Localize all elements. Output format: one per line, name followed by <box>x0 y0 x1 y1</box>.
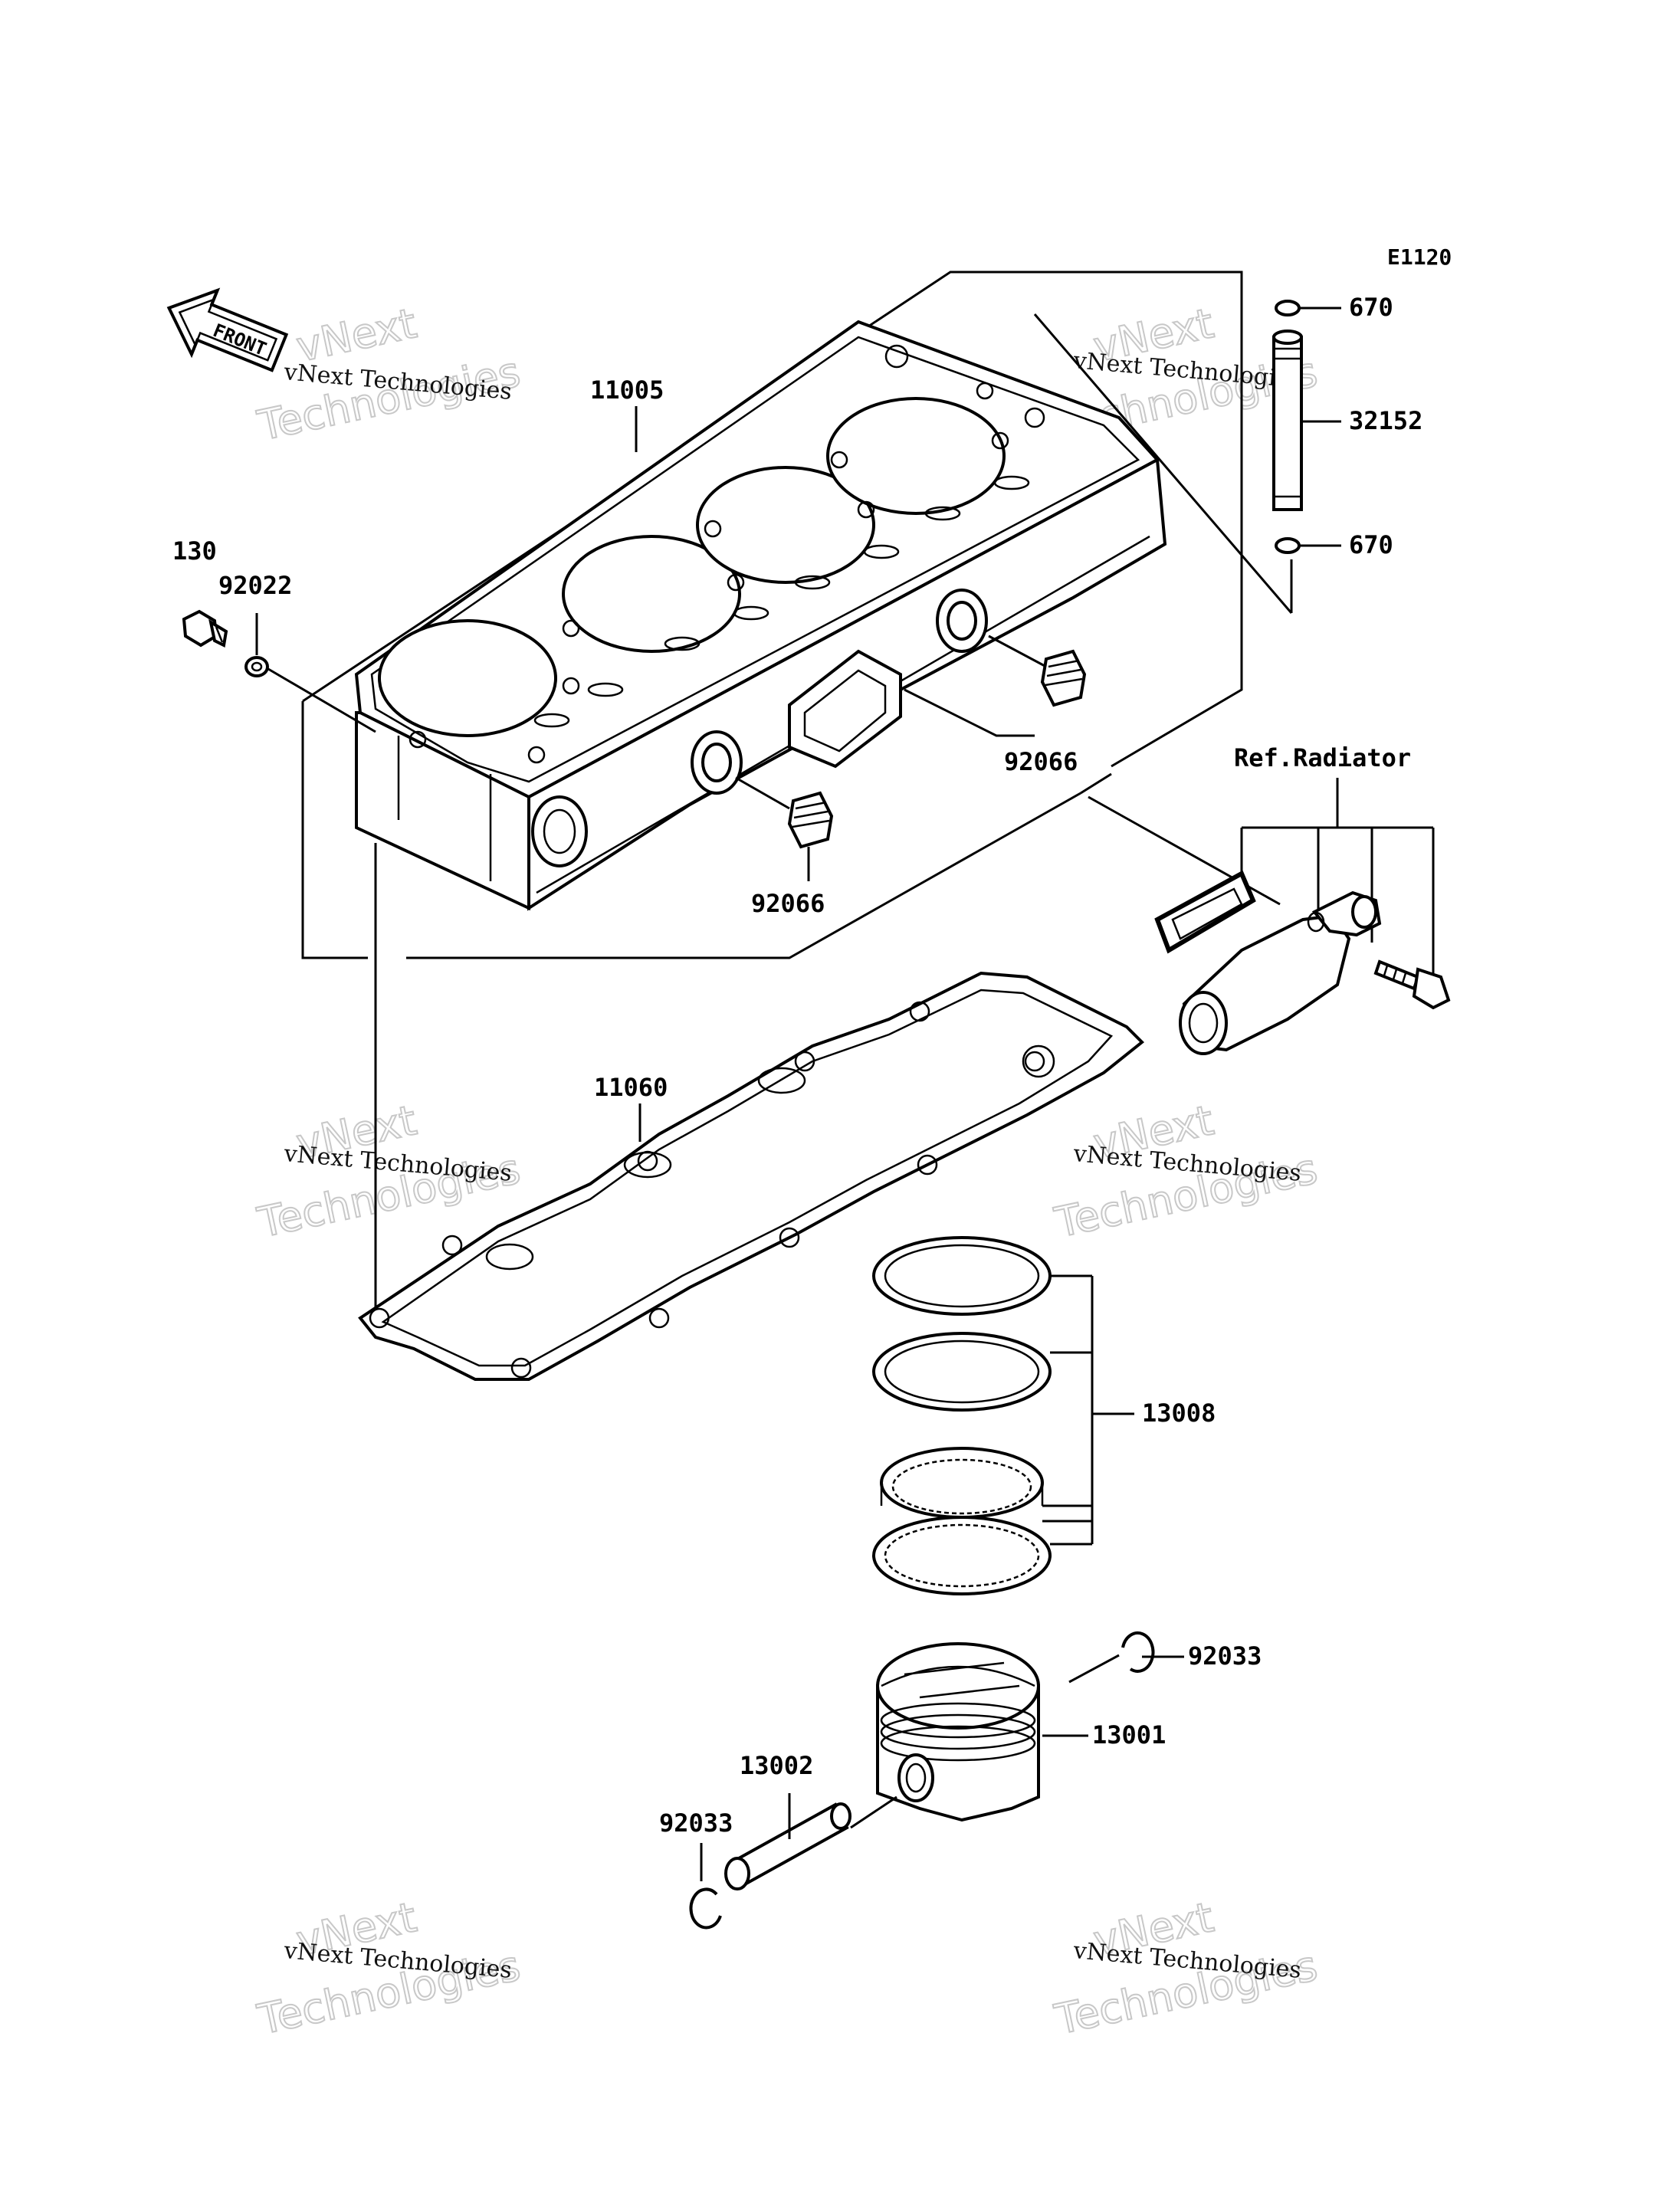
piston-pin-13002 <box>724 1802 851 1890</box>
label-washer: 92022 <box>218 571 292 600</box>
o-ring-top-670 <box>1275 300 1301 316</box>
label-base-gasket: 11060 <box>594 1073 668 1102</box>
label-pipe: 32152 <box>1349 406 1422 435</box>
label-ref-radiator: Ref.Radiator <box>1234 743 1411 772</box>
watermark-top-left: vNext Technologies <box>253 298 525 451</box>
washer-92022 <box>244 656 269 677</box>
label-circlip-left: 92033 <box>659 1808 733 1838</box>
cylinder-block <box>354 320 1167 911</box>
diagram-code: E1120 <box>1387 244 1452 270</box>
label-ring-set: 13008 <box>1142 1399 1216 1428</box>
front-arrow-icon: FRONT <box>166 287 289 372</box>
cylinder-bore-4 <box>826 397 1006 515</box>
label-cylinder: 11005 <box>590 375 664 405</box>
circlip-left-92033 <box>689 1887 722 1930</box>
ring-set-bracket <box>1042 1274 1134 1546</box>
label-piston: 13001 <box>1092 1720 1166 1749</box>
thermostat-gasket <box>1154 870 1256 954</box>
label-o-ring-top: 670 <box>1349 293 1393 322</box>
pipe-32152 <box>1272 330 1303 511</box>
label-o-ring-bottom: 670 <box>1349 530 1393 559</box>
label-piston-pin: 13002 <box>740 1751 813 1780</box>
piston-ring-oil <box>872 1447 1052 1595</box>
piston-ring-second <box>872 1332 1052 1412</box>
label-circlip-right: 92033 <box>1188 1641 1262 1671</box>
base-gasket-11060 <box>358 971 1144 1381</box>
cylinder-bore-3 <box>696 466 875 584</box>
bolt-130 <box>182 609 228 648</box>
cylinder-bore-2 <box>562 535 741 653</box>
piston-ring-top <box>872 1236 1052 1316</box>
cylinder-bore-1 <box>378 619 557 737</box>
ref-radiator-bracket <box>1240 778 1435 973</box>
plug-upper-92066 <box>1040 649 1087 707</box>
circlip-right-92033 <box>1121 1631 1155 1673</box>
label-plug-upper: 92066 <box>1004 747 1078 776</box>
thermostat-bolt <box>1373 959 1451 1010</box>
piston-13001 <box>876 1642 1040 1822</box>
plug-lower-92066 <box>787 791 834 849</box>
label-plug-lower: 92066 <box>751 889 825 918</box>
thermostat-housing <box>1179 890 1382 1055</box>
o-ring-bottom-670 <box>1275 537 1301 554</box>
label-bolt: 130 <box>172 536 217 566</box>
